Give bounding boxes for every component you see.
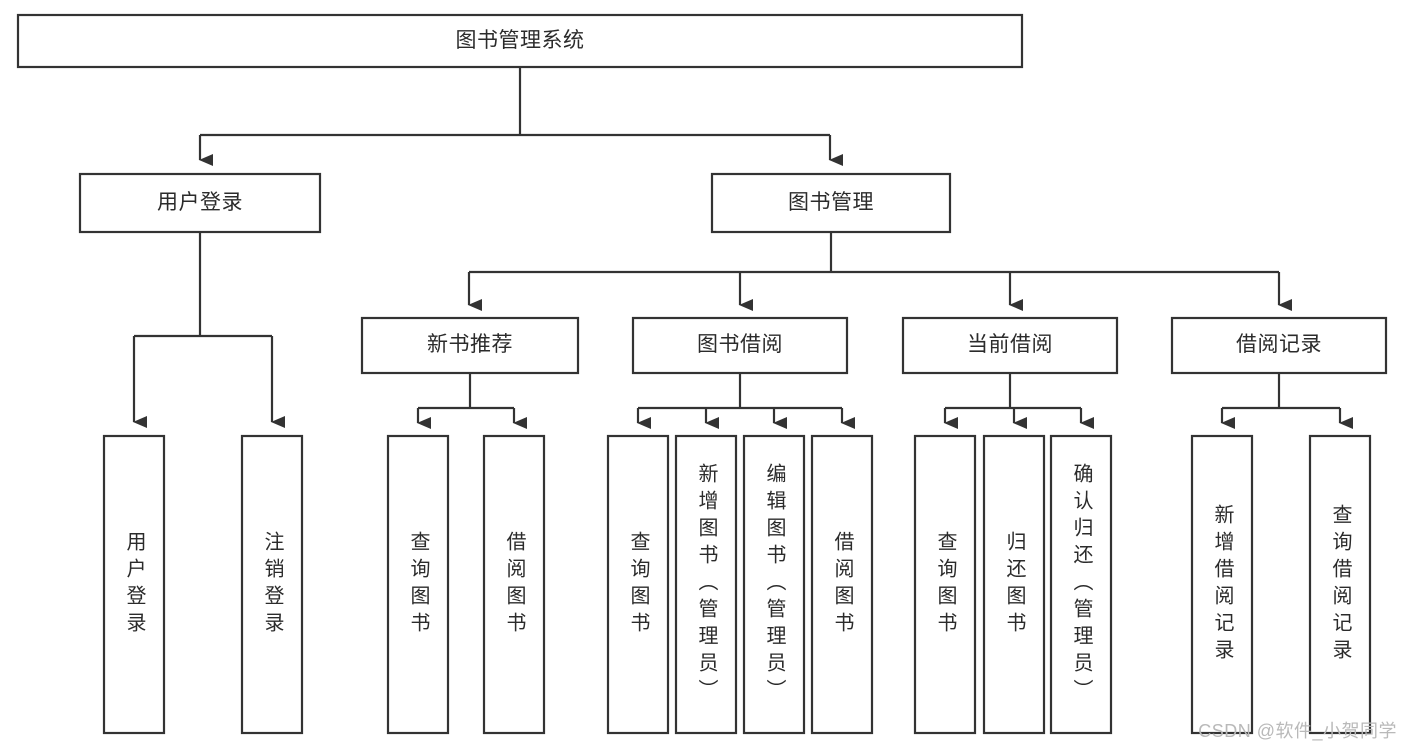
node-box-current-borrow[interactable] — [901, 316, 1119, 375]
leaf-box-borrow-record-1[interactable] — [1308, 434, 1372, 735]
leaf-box-new-book-1[interactable] — [482, 434, 546, 735]
leaf-box-user-login-0[interactable] — [102, 434, 166, 735]
leaf-box-new-book-0[interactable] — [386, 434, 450, 735]
leaf-box-current-borrow-1[interactable] — [982, 434, 1046, 735]
node-box-borrow-record[interactable] — [1170, 316, 1388, 375]
leaf-box-borrow-record-0[interactable] — [1190, 434, 1254, 735]
node-box-book-management[interactable] — [710, 172, 952, 234]
node-box-user-login[interactable] — [78, 172, 322, 234]
node-box-new-book-recommend[interactable] — [360, 316, 580, 375]
leaf-box-current-borrow-0[interactable] — [913, 434, 977, 735]
node-box-root[interactable] — [16, 13, 1024, 69]
leaf-box-book-borrow-0[interactable] — [606, 434, 670, 735]
leaf-box-book-borrow-3[interactable] — [810, 434, 874, 735]
leaf-box-current-borrow-2[interactable] — [1049, 434, 1113, 735]
leaf-box-book-borrow-1[interactable] — [674, 434, 738, 735]
node-box-book-borrow[interactable] — [631, 316, 849, 375]
leaf-box-book-borrow-2[interactable] — [742, 434, 806, 735]
leaf-box-user-login-1[interactable] — [240, 434, 304, 735]
